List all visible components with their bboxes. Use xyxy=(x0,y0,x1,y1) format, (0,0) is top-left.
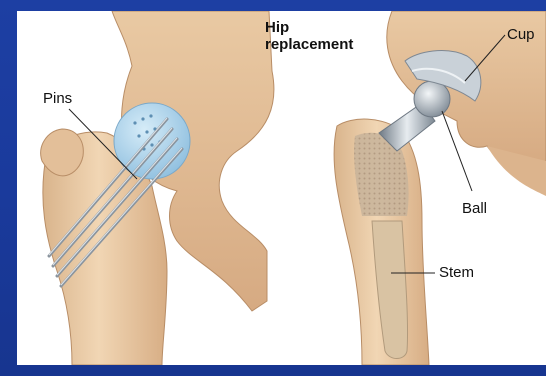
label-ball: Ball xyxy=(462,201,487,216)
implant-ball xyxy=(414,81,450,117)
right-hip-replacement xyxy=(334,11,546,365)
left-trochanter xyxy=(41,129,84,176)
label-stem: Stem xyxy=(439,265,474,280)
title-line-1: Hip xyxy=(265,19,353,36)
illustration-panel: Hip replacement Pins Cup Ball Stem xyxy=(17,11,546,365)
title-line-2: replacement xyxy=(265,36,353,53)
diagram-title: Hip replacement xyxy=(265,19,353,53)
label-cup: Cup xyxy=(507,27,535,42)
label-pins: Pins xyxy=(43,91,72,106)
hip-anatomy-illustration xyxy=(17,11,546,365)
left-pinned-hip xyxy=(41,11,274,365)
